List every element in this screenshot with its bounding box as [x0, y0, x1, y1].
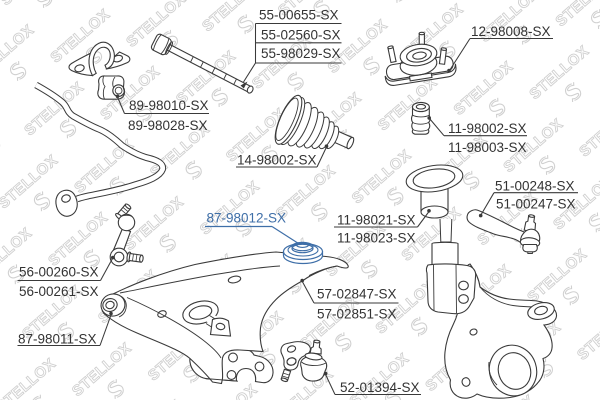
svg-text:51-00248-SX: 51-00248-SX: [495, 179, 575, 194]
svg-text:56-00261-SX: 56-00261-SX: [19, 284, 99, 299]
svg-text:89-98028-SX: 89-98028-SX: [128, 118, 208, 133]
svg-text:12-98008-SX: 12-98008-SX: [471, 24, 551, 39]
svg-text:57-02847-SX: 57-02847-SX: [317, 287, 397, 302]
svg-text:11-98021-SX: 11-98021-SX: [337, 213, 416, 228]
svg-text:87-98012-SX: 87-98012-SX: [207, 211, 287, 226]
svg-text:55-98029-SX: 55-98029-SX: [261, 46, 341, 61]
svg-text:55-02560-SX: 55-02560-SX: [261, 28, 341, 43]
svg-text:51-00247-SX: 51-00247-SX: [496, 197, 576, 212]
svg-text:11-98023-SX: 11-98023-SX: [337, 231, 416, 246]
svg-text:57-02851-SX: 57-02851-SX: [317, 307, 397, 322]
svg-text:52-01394-SX: 52-01394-SX: [340, 380, 420, 395]
svg-text:55-00655-SX: 55-00655-SX: [259, 8, 339, 23]
svg-text:89-98010-SX: 89-98010-SX: [129, 98, 209, 113]
svg-text:87-98011-SX: 87-98011-SX: [18, 332, 97, 347]
svg-text:11-98003-SX: 11-98003-SX: [448, 140, 527, 155]
svg-text:56-00260-SX: 56-00260-SX: [19, 265, 99, 280]
svg-text:11-98002-SX: 11-98002-SX: [448, 121, 527, 136]
svg-text:14-98002-SX: 14-98002-SX: [237, 153, 317, 168]
